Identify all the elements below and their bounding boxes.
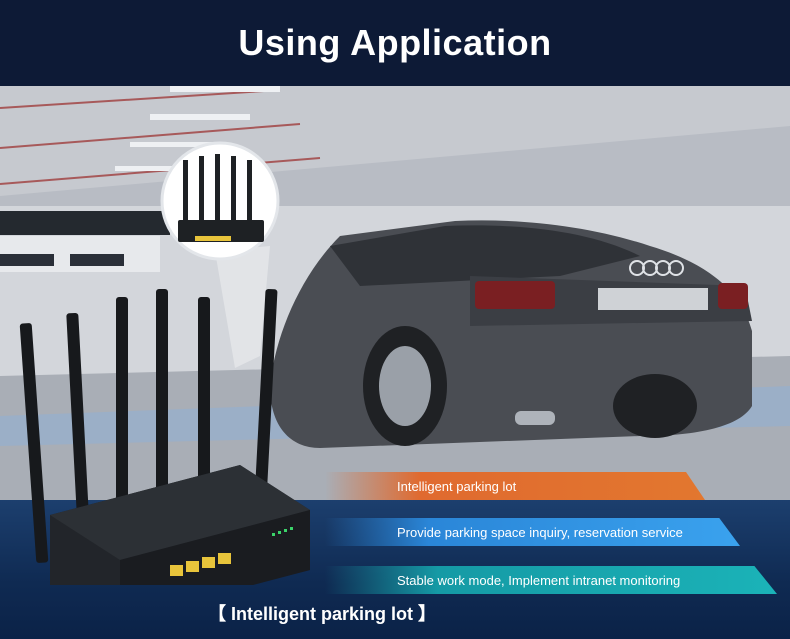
feature-ribbon-3: Stable work mode, Implement intranet mon… [325,566,777,594]
feature-label: Intelligent parking lot [397,478,517,494]
page-title: Using Application [238,22,552,63]
car-illustration [270,220,752,448]
header-bar: Using Application [0,0,790,86]
router-product-image [19,288,310,585]
feature-label: Stable work mode, Implement intranet mon… [397,572,681,588]
feature-ribbon-1: Intelligent parking lot [325,472,705,500]
scene-caption: 【 Intelligent parking lot 】 [208,604,437,624]
feature-label: Provide parking space inquiry, reservati… [397,524,683,540]
parking-garage-scene [0,86,790,506]
garage-illustration [0,86,790,506]
feature-ribbon-2: Provide parking space inquiry, reservati… [325,518,740,546]
